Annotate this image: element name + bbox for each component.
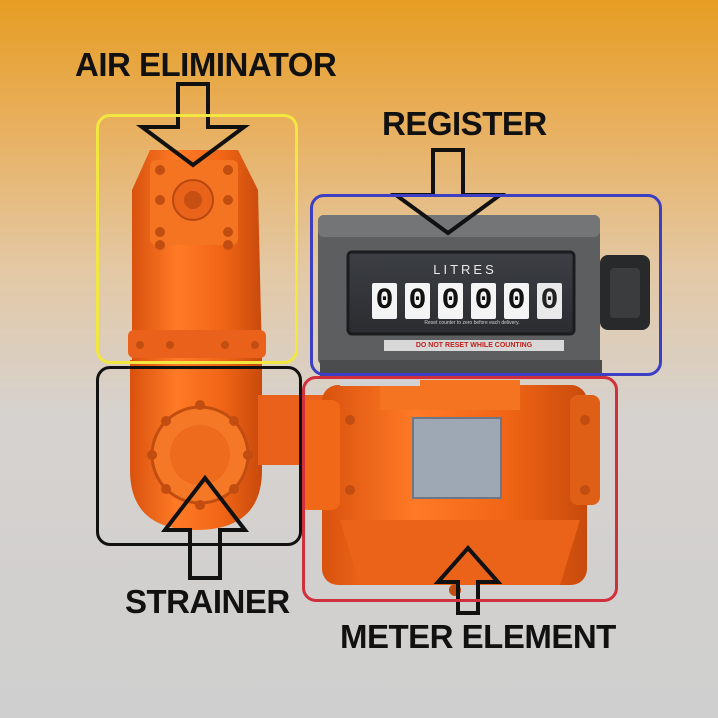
counter-digit: 0: [405, 283, 430, 319]
strainer-arrow: [160, 474, 250, 580]
air-eliminator-outline: [96, 114, 298, 364]
counter-digit: 0: [504, 283, 529, 319]
register-reset-note: Reset counter to zero before each delive…: [424, 320, 520, 326]
register-warning-plate: DO NOT RESET WHILE COUNTING: [384, 340, 564, 351]
register-outline: [310, 194, 662, 376]
counter-digit: 0: [438, 283, 463, 319]
meter-element-arrow: [433, 544, 503, 615]
counter-digit: 0: [471, 283, 496, 319]
air-eliminator-label: AIR ELIMINATOR: [75, 46, 337, 83]
air-eliminator-arrow: [135, 82, 251, 168]
air-eliminator-body: [128, 150, 266, 360]
strainer-label: STRAINER: [125, 583, 290, 620]
meter-element-label: METER ELEMENT: [340, 618, 616, 655]
counter-digit-decimal: 0: [537, 283, 562, 319]
meter-element-outline: [302, 376, 618, 602]
meter-element-body: [300, 380, 600, 596]
strainer-body: [130, 360, 262, 530]
counter-digit: 0: [372, 283, 397, 319]
register-label: REGISTER: [382, 105, 547, 142]
register-unit-label: LITRES: [433, 262, 497, 277]
strainer-outline: [96, 366, 302, 546]
register-counter: 0 0 0 0 0 0: [372, 283, 562, 319]
